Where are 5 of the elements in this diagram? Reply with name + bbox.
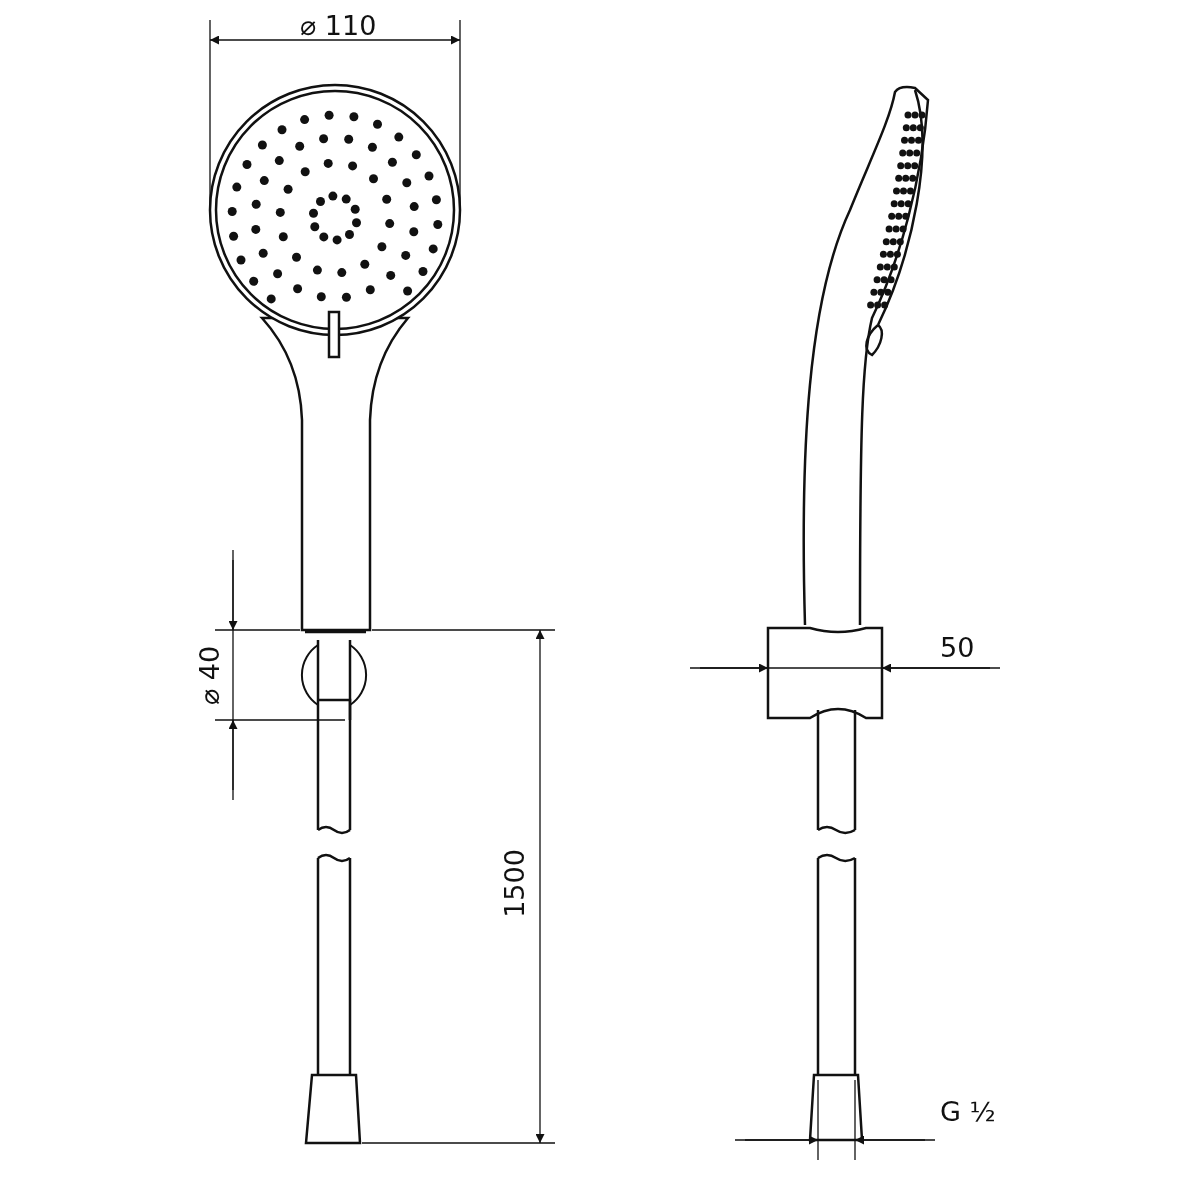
dimension-label: 50 xyxy=(940,634,975,661)
dimension-label: ⌀ 110 xyxy=(300,12,377,39)
dimension-label: G ½ xyxy=(940,1098,996,1125)
dimension-label: ⌀ 40 xyxy=(196,645,224,706)
dimension-label: 1500 xyxy=(500,849,528,918)
